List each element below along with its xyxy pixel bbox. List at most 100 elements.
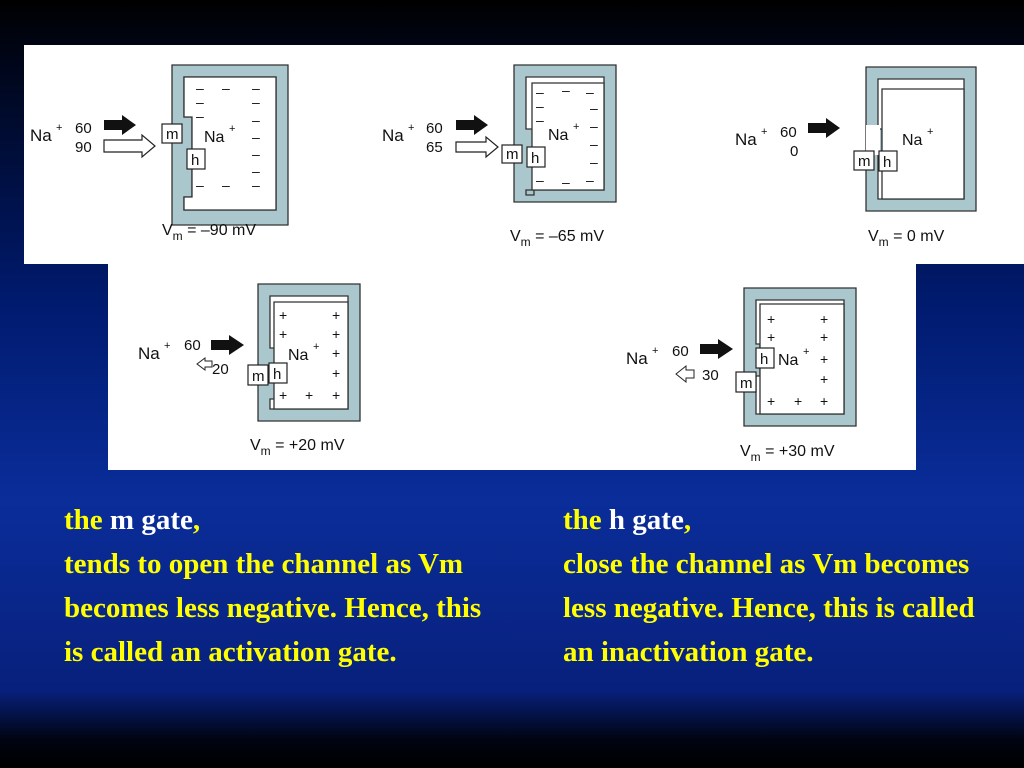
membrane-potential-label: Vm = +30 mV [740,443,835,464]
m-gate-label: m [166,126,179,143]
svg-text:–: – [536,112,544,128]
intracellular-na-charge: + [229,123,235,135]
h-gate-label: h [883,154,891,171]
outward-flux-arrow [675,364,695,384]
svg-text:–: – [586,84,594,100]
na-ion-label: Na [735,130,757,149]
na-ion-label: Na [626,349,648,368]
caption-comma: , [192,504,201,536]
membrane-potential-label: Vm = –90 mV [162,222,256,243]
channel-state-2: Na + 60 65 m h Na + – – – – – – – – – – … [382,64,617,249]
h-gate [878,150,898,172]
out-value: 30 [702,367,719,384]
svg-text:–: – [252,177,260,193]
m-gate-label: m [252,368,265,385]
m-gate [735,371,757,393]
membrane-potential-label: Vm = –65 mV [510,228,604,249]
intracellular-na-label: Na [902,132,923,149]
in-value: 60 [780,124,797,141]
channel-opening [866,125,880,155]
svg-text:–: – [590,136,598,152]
svg-text:–: – [252,163,260,179]
membrane-charge-signs: – – – – – – – – – – – – [536,82,598,190]
svg-text:+: + [767,329,775,345]
intracellular-na-label: Na [204,129,225,146]
outward-flux-arrow [103,133,156,159]
na-ion-label: Na [30,126,52,145]
svg-text:+: + [820,329,828,345]
svg-text:–: – [590,154,598,170]
caption-gate-name: h gate [601,504,684,536]
na-ion-label: Na [382,126,404,145]
svg-text:+: + [332,345,340,361]
out-value: 90 [75,139,92,156]
intracellular-na-label: Na [548,127,569,144]
h-gate-label: h [191,152,199,169]
svg-text:+: + [332,326,340,342]
m-gate-label: m [858,153,871,170]
diagram-panel-bottom: Na + 60 20 m h Na + + + + + + + + + + Vm… [108,264,916,470]
svg-text:–: – [222,80,230,96]
caption-body: close the channel as Vm becomes less neg… [563,548,975,668]
svg-text:–: – [196,80,204,96]
h-gate-label: h [531,150,539,167]
h-gate-caption: the h gate,close the channel as Vm becom… [563,498,1003,674]
svg-text:+: + [820,311,828,327]
intracellular-na-label: Na [288,347,309,364]
in-value: 60 [672,343,689,360]
svg-text:–: – [196,94,204,110]
caption-comma: , [683,504,692,536]
svg-text:+: + [279,387,287,403]
m-gate [161,123,183,144]
svg-text:+: + [820,371,828,387]
in-value: 60 [75,120,92,137]
intracellular-na-charge: + [573,121,579,133]
in-value: 60 [184,337,201,354]
svg-text:+: + [820,393,828,409]
channel-interior [759,303,845,415]
channel-state-3: Na + 60 0 m h Na + Vm = 0 mV [735,66,977,249]
svg-text:+: + [332,307,340,323]
m-gate [247,364,269,386]
membrane-potential-label: Vm = +20 mV [250,437,345,458]
svg-text:+: + [820,351,828,367]
caption-body: tends to open the channel as Vm becomes … [64,548,482,668]
out-value: 0 [790,143,798,160]
svg-text:–: – [590,100,598,116]
inward-flux-arrow [211,335,244,355]
svg-text:+: + [305,387,313,403]
membrane-charge-signs: + + + + + + + + + [279,307,340,403]
intracellular-na-charge: + [803,346,809,358]
svg-text:+: + [279,326,287,342]
na-ion-charge: + [652,345,658,357]
svg-text:+: + [279,307,287,323]
svg-text:–: – [196,177,204,193]
svg-text:+: + [332,387,340,403]
outward-flux-arrow [196,357,213,371]
h-gate [526,146,546,168]
na-ion-label: Na [138,344,160,363]
inward-flux-arrow [456,115,488,135]
membrane-charge-signs: + + + + + + + + + [767,311,828,409]
membrane-charge-signs: – – – – – – – – – – – – – [196,80,260,193]
m-gate [853,150,875,171]
out-value: 65 [426,139,443,156]
h-gate-label: h [273,366,281,383]
intracellular-na-label: Na [778,352,799,369]
na-ion-charge: + [164,340,170,352]
diagram-panel-top: Na + 60 90 m h Na + – – – – – – – – – – … [24,45,1024,264]
inward-flux-arrow [104,115,136,135]
h-gate [186,148,206,170]
inward-flux-arrow [700,339,733,359]
intracellular-na-charge: + [313,341,319,353]
caption-gate-name: m gate [102,504,193,536]
na-ion-charge: + [761,126,767,138]
svg-text:–: – [222,177,230,193]
channel-interior [881,88,965,200]
caption-lead: the [64,504,103,536]
svg-text:–: – [536,84,544,100]
h-gate [755,347,775,369]
svg-text:+: + [767,311,775,327]
inward-flux-arrow [808,118,840,138]
svg-text:–: – [252,129,260,145]
